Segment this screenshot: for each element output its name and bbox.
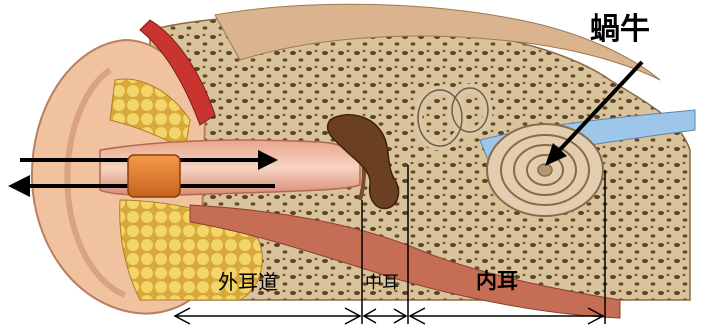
cochlea-label: 蝸牛 xyxy=(590,4,650,48)
cochlea-spiral xyxy=(487,124,603,216)
inner-ear-label: 内耳 xyxy=(476,265,518,295)
middle-ear-label: 中耳 xyxy=(365,268,399,293)
earplug xyxy=(128,155,180,197)
outer-ear-canal-label: 外耳道 xyxy=(218,266,278,295)
